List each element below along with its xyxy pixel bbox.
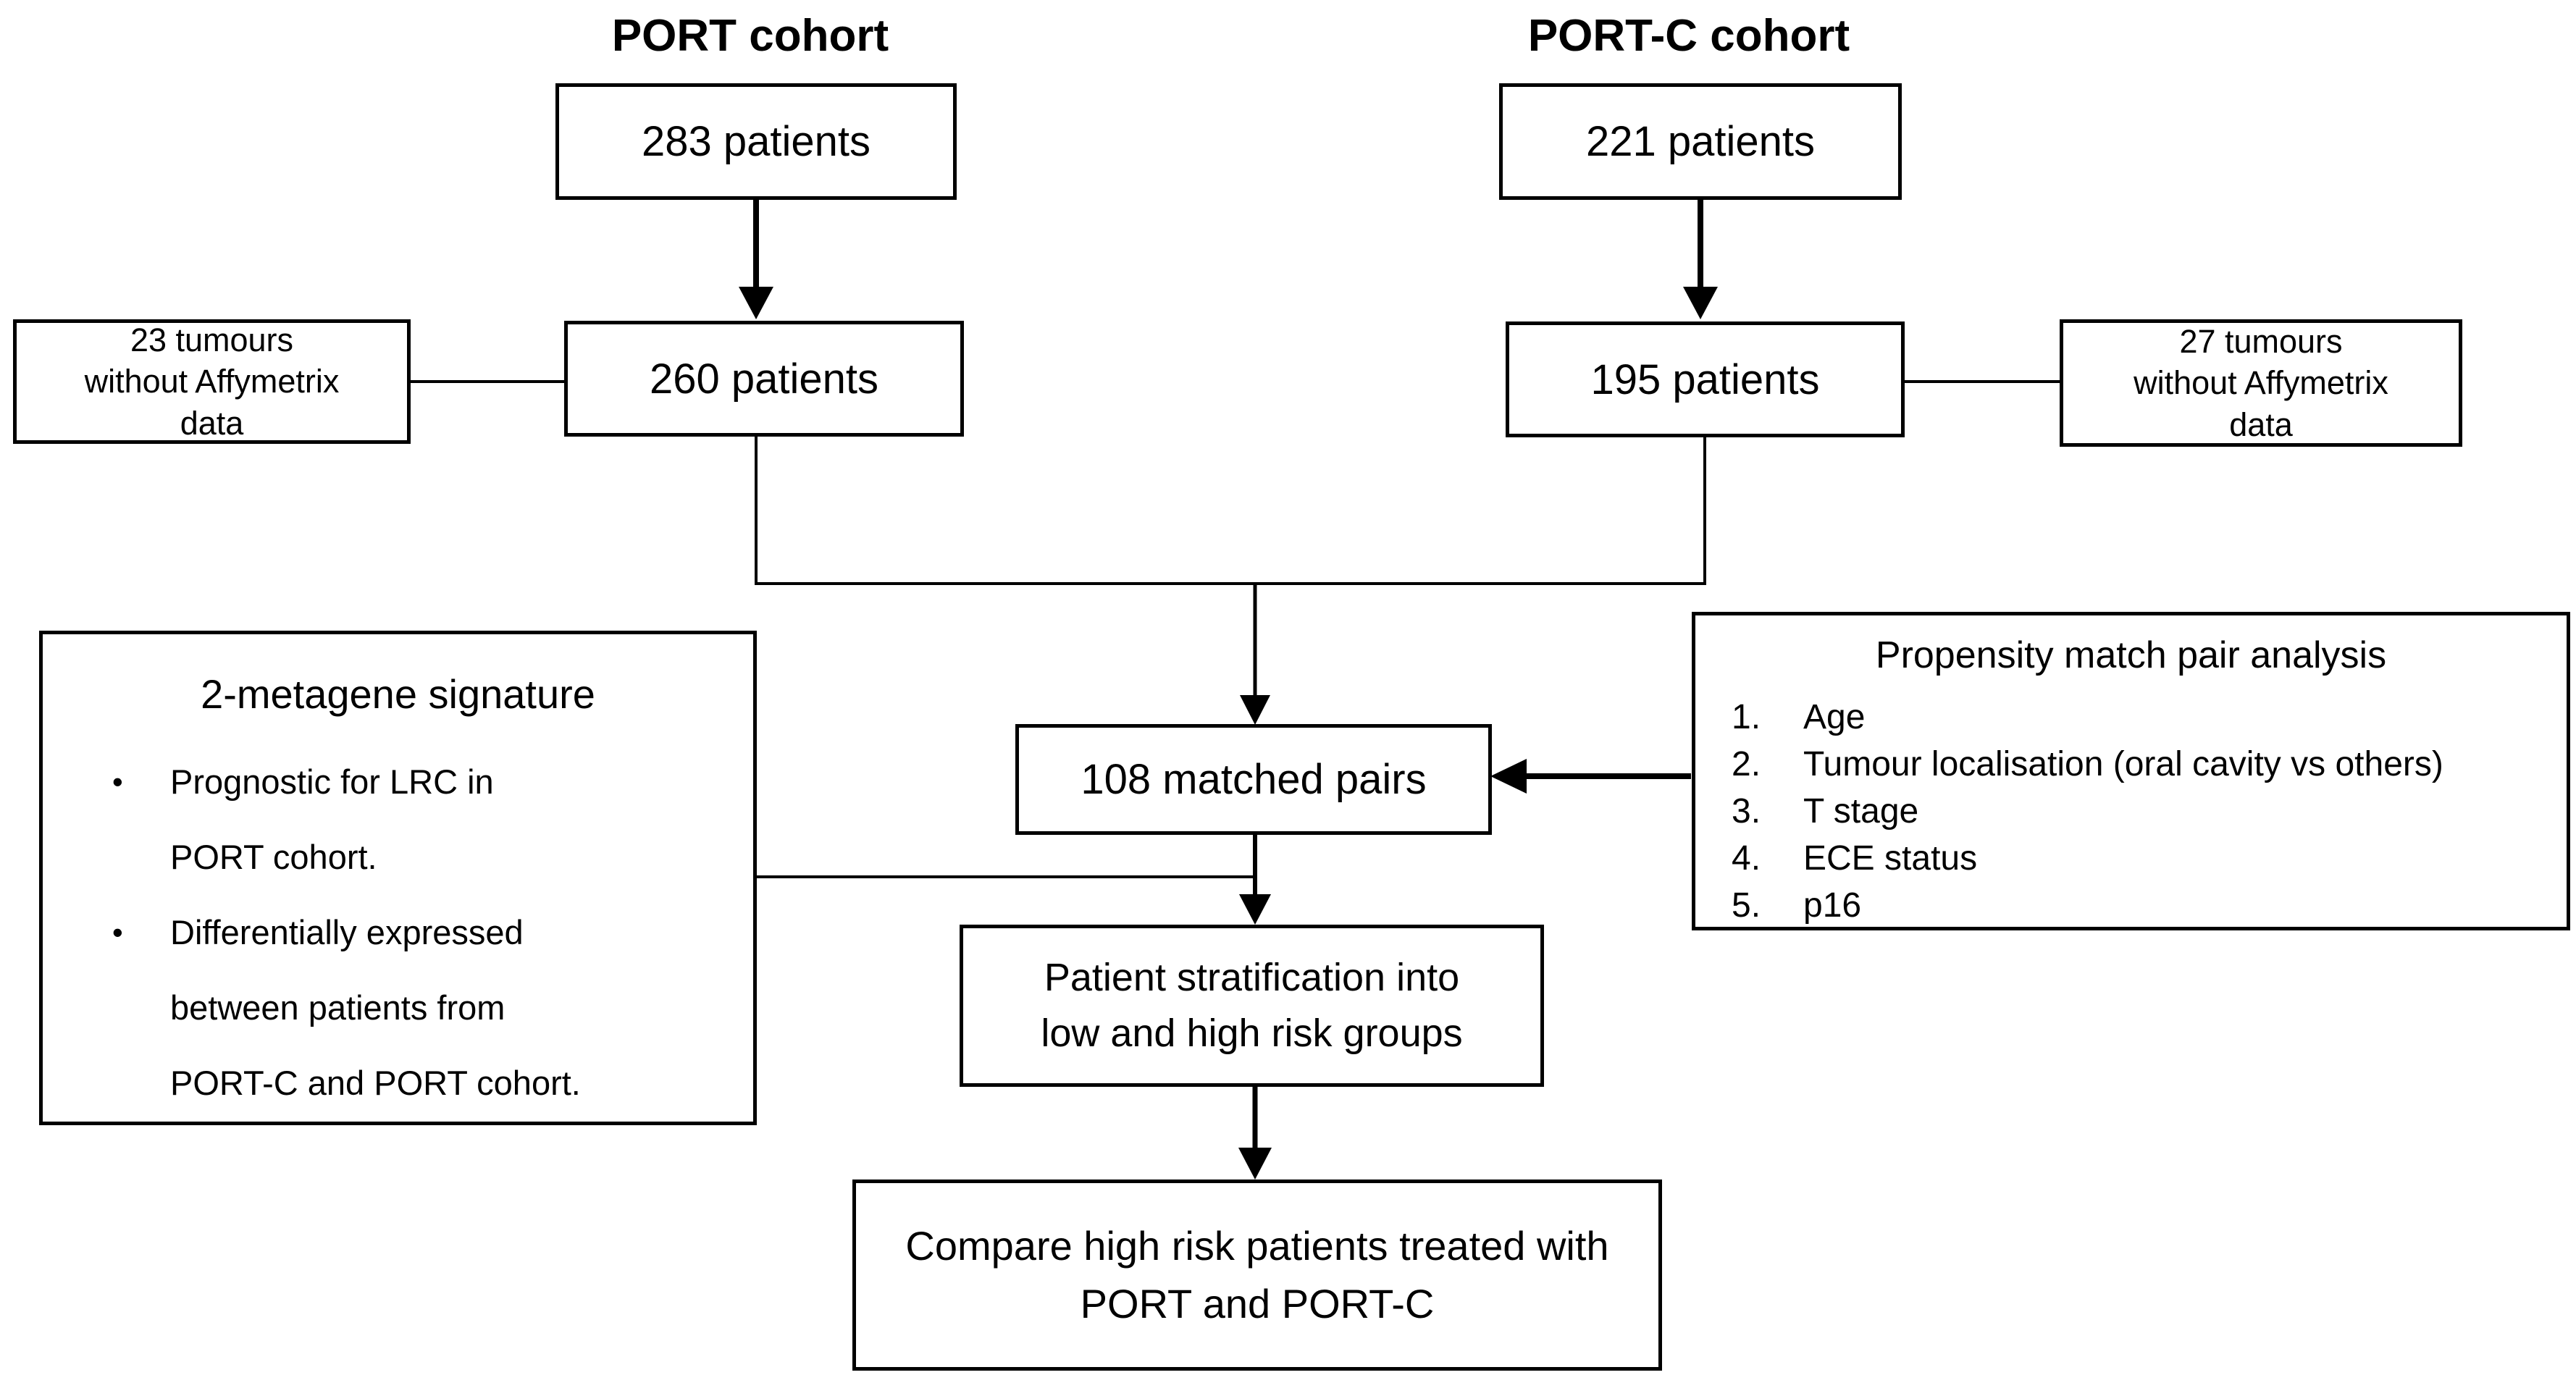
metagene-bullet-list: • Prognostic for LRC in PORT cohort. • D…	[43, 744, 753, 1121]
metagene-bullet-item: • Differentially expressed between patie…	[112, 895, 753, 1121]
portc-excluded-tumours-box: 27 tumours without Affymetrix data	[2060, 319, 2462, 447]
criteria-label: p16	[1803, 886, 1862, 925]
propensity-criteria-item: 1. Age	[1732, 694, 2567, 741]
compare-line: Compare high risk patients treated with	[905, 1223, 1609, 1269]
propensity-criteria-item: 4. ECE status	[1732, 835, 2567, 882]
matched-pairs-label: 108 matched pairs	[1081, 756, 1427, 803]
propensity-criteria-item: 2. Tumour localisation (oral cavity vs o…	[1732, 741, 2567, 788]
bullet-icon: •	[112, 764, 123, 799]
port-excluded-line: without Affymetrix	[84, 363, 340, 400]
arrowhead-matched-to-stratification	[1239, 894, 1271, 925]
criteria-label: ECE status	[1803, 839, 1978, 878]
arrowhead-stratification-to-compare	[1238, 1148, 1272, 1180]
portc-initial-patients-label: 221 patients	[1585, 118, 1816, 165]
arrowhead-propensity-to-matched	[1490, 759, 1527, 794]
metagene-signature-title: 2-metagene signature	[201, 671, 595, 717]
metagene-bullet-item: • Prognostic for LRC in PORT cohort.	[112, 744, 753, 895]
port-excluded-line: data	[180, 404, 244, 442]
portc-filtered-patients-box: 195 patients	[1506, 321, 1905, 437]
criteria-label: Tumour localisation (oral cavity vs othe…	[1803, 745, 2443, 783]
criteria-label: Age	[1803, 698, 1866, 736]
portc-excluded-line: data	[2229, 405, 2293, 443]
bullet-icon: •	[112, 914, 123, 949]
stratification-line: Patient stratification into	[1044, 956, 1460, 1000]
stratification-line: low and high risk groups	[1041, 1012, 1463, 1055]
portc-initial-patients-box: 221 patients	[1499, 83, 1902, 200]
list-number: 2.	[1732, 745, 1761, 783]
propensity-criteria-item: 5. p16	[1732, 882, 2567, 929]
list-number: 4.	[1732, 839, 1761, 878]
propensity-title: Propensity match pair analysis	[1875, 634, 2387, 676]
list-number: 5.	[1732, 886, 1761, 925]
port-initial-patients-box: 283 patients	[555, 83, 957, 200]
portc-filtered-patients-label: 195 patients	[1590, 356, 1820, 403]
portc-excluded-line: without Affymetrix	[2134, 364, 2388, 402]
arrowhead-merge-to-matched	[1240, 695, 1270, 725]
matched-pairs-box: 108 matched pairs	[1015, 724, 1492, 835]
propensity-analysis-box: Propensity match pair analysis 1. Age 2.…	[1692, 612, 2570, 930]
metagene-bullet-line: PORT-C and PORT cohort.	[170, 1063, 581, 1102]
metagene-bullet-line: between patients from	[170, 988, 505, 1027]
list-number: 1.	[1732, 698, 1761, 736]
port-cohort-title: PORT cohort	[611, 11, 889, 61]
metagene-signature-box: 2-metagene signature • Prognostic for LR…	[39, 631, 757, 1125]
compare-box: Compare high risk patients treated with …	[852, 1180, 1662, 1371]
port-filtered-patients-box: 260 patients	[564, 321, 964, 437]
compare-line: PORT and PORT-C	[1080, 1281, 1435, 1326]
port-excluded-line: 23 tumours	[130, 321, 294, 358]
stratification-box: Patient stratification into low and high…	[960, 925, 1544, 1087]
arrowhead-port-initial-to-filtered	[739, 287, 773, 319]
metagene-bullet-line: PORT cohort.	[170, 837, 377, 876]
propensity-criteria-list: 1. Age 2. Tumour localisation (oral cavi…	[1695, 694, 2567, 929]
metagene-bullet-line: Differentially expressed	[170, 912, 524, 951]
arrowhead-portc-initial-to-filtered	[1683, 287, 1718, 319]
propensity-criteria-item: 3. T stage	[1732, 788, 2567, 835]
port-excluded-tumours-box: 23 tumours without Affymetrix data	[13, 319, 411, 444]
portc-excluded-line: 27 tumours	[2179, 322, 2343, 360]
portc-cohort-title: PORT-C cohort	[1527, 11, 1850, 61]
port-initial-patients-label: 283 patients	[641, 118, 871, 165]
criteria-label: T stage	[1803, 792, 1919, 831]
list-number: 3.	[1732, 792, 1761, 831]
metagene-bullet-line: Prognostic for LRC in	[170, 762, 494, 801]
port-filtered-patients-label: 260 patients	[649, 355, 879, 403]
